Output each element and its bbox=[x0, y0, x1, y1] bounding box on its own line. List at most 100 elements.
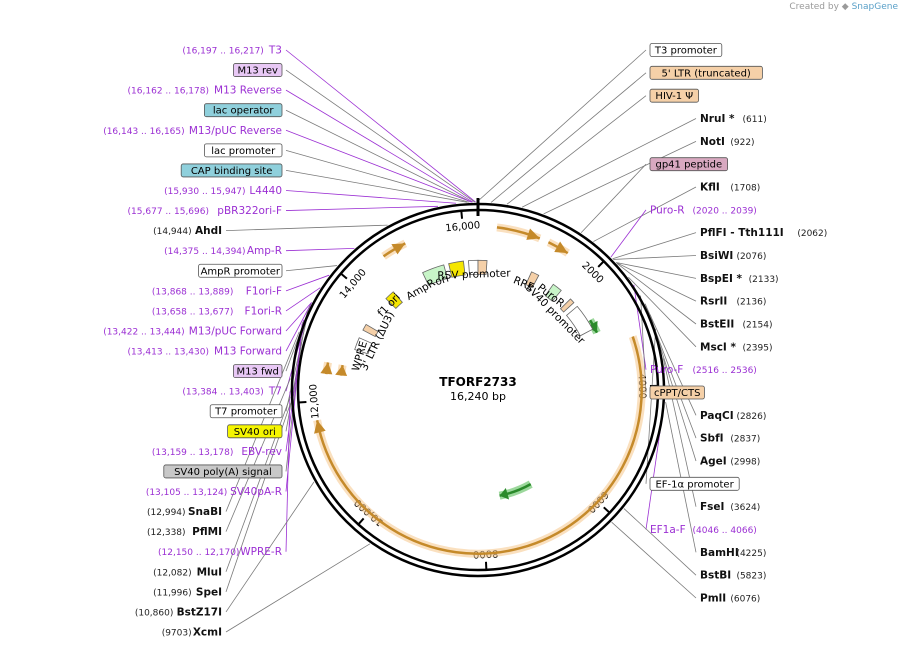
label-ef1a-f: EF1a-F bbox=[650, 524, 686, 536]
leader-line bbox=[543, 140, 697, 215]
label-ebv-rev: EBV-rev bbox=[241, 446, 282, 458]
label-ampr-promoter-box bbox=[198, 263, 283, 278]
leader-line bbox=[225, 331, 300, 512]
snapgene-credit: Created by ◆ SnapGene bbox=[789, 2, 898, 12]
label-bsteii: BstEII bbox=[700, 319, 734, 331]
label-m13-puc-forward: M13/pUC Forward bbox=[189, 325, 282, 337]
feature-arcs bbox=[313, 223, 646, 558]
label-pflmi-position: (12,338) bbox=[147, 528, 186, 538]
label-noti: NotI bbox=[700, 136, 725, 148]
tick-mark bbox=[603, 506, 611, 514]
leader-line bbox=[285, 89, 474, 203]
label-t3-promoter-box bbox=[649, 43, 723, 57]
label-spei-position: (11,996) bbox=[153, 588, 192, 598]
label-noti-position: (922) bbox=[730, 138, 754, 148]
leader-line bbox=[490, 72, 647, 203]
feature-block-ori bbox=[448, 260, 466, 278]
label-m13-reverse: M13 Reverse bbox=[214, 85, 282, 97]
label-ahdi: AhdI bbox=[195, 225, 222, 237]
label-m13-reverse-position: (16,162 .. 16,178) bbox=[128, 87, 209, 97]
label-lac-promoter: lac promoter bbox=[211, 146, 276, 157]
leader-line bbox=[613, 255, 697, 260]
label-m13-fwd-box bbox=[232, 364, 283, 379]
label-m13-rev-box bbox=[232, 63, 283, 77]
label-m13-rev: M13 rev bbox=[237, 66, 278, 77]
label-bamhi-position: (4225) bbox=[736, 549, 766, 559]
label-l4440: L4440 bbox=[249, 185, 282, 197]
label-ef-1-promoter-box bbox=[649, 476, 740, 491]
leader-line bbox=[285, 49, 476, 203]
leader-line bbox=[593, 186, 697, 242]
label-t3: T3 bbox=[268, 45, 282, 57]
label-rsrii-position: (2136) bbox=[736, 298, 766, 308]
label-mlui: MluI bbox=[197, 566, 222, 578]
feature-block-cppt bbox=[559, 298, 575, 313]
plasmid-name: TFORF2733 bbox=[439, 375, 516, 389]
leader-line bbox=[521, 118, 697, 208]
leader-line bbox=[285, 205, 439, 211]
label-paqci-position: (2826) bbox=[736, 412, 766, 422]
inner-label-ori: ori bbox=[434, 273, 451, 289]
label-rsrii: RsrII bbox=[700, 296, 727, 308]
label-f1ori-f-position: (13,868 .. 13,889) bbox=[152, 287, 233, 297]
label-lac-operator-box bbox=[203, 103, 283, 118]
feature-arrowhead bbox=[391, 243, 406, 255]
feature-arrowhead bbox=[587, 320, 598, 333]
feature-arrowhead bbox=[314, 420, 326, 434]
label-sbfi-position: (2837) bbox=[730, 435, 760, 445]
feature-block-ampr bbox=[422, 264, 448, 286]
leader-line bbox=[285, 265, 338, 272]
leader-line bbox=[285, 323, 303, 492]
label-pbr322ori-f: pBR322ori-F bbox=[217, 205, 282, 217]
label-t7: T7 bbox=[268, 386, 282, 398]
label-bstbi-position: (5823) bbox=[736, 572, 766, 582]
feature-arrowhead bbox=[335, 365, 348, 377]
leader-line bbox=[285, 149, 470, 203]
label-fsei-position: (3624) bbox=[730, 503, 760, 513]
tick-mark bbox=[460, 210, 464, 219]
tick-mark bbox=[340, 272, 348, 280]
feature-arc-big-orf bbox=[315, 336, 643, 555]
label-gp41-peptide: gp41 peptide bbox=[655, 160, 722, 171]
label-hiv-1: HIV-1 Ψ bbox=[655, 91, 693, 102]
label-sv40-ori-box bbox=[227, 424, 283, 439]
feature-block-wpre bbox=[354, 337, 373, 355]
label-hiv-1-box bbox=[649, 88, 699, 103]
label-t7-position: (13,384 .. 13,403) bbox=[182, 388, 263, 398]
label-pflfi-tth111i-position: (2062) bbox=[797, 229, 827, 239]
label-puro-r: Puro-R bbox=[650, 204, 685, 216]
leader-lines bbox=[225, 49, 697, 633]
label-kfli: KflI bbox=[700, 182, 720, 194]
leader-line bbox=[285, 247, 355, 252]
leader-line bbox=[285, 302, 312, 332]
label-mlui-position: (12,082) bbox=[153, 568, 192, 578]
label-pmli: PmlI bbox=[700, 593, 726, 605]
label-f1ori-r: F1ori-R bbox=[245, 305, 282, 317]
label-ef-1-promoter: EF-1α promoter bbox=[655, 479, 734, 490]
leader-line bbox=[225, 378, 291, 532]
label-bsteii-position: (2154) bbox=[743, 321, 773, 331]
snapgene-logo-icon: ◆ bbox=[841, 2, 849, 12]
leader-line bbox=[616, 262, 697, 302]
label-spei: SpeI bbox=[196, 586, 222, 598]
leader-line bbox=[506, 95, 647, 205]
label-pflfi-tth111i: PflFI - Tth111I bbox=[700, 227, 784, 239]
label-ampr-promoter: AmpR promoter bbox=[201, 266, 281, 277]
feature-arrowhead bbox=[526, 228, 540, 240]
label-lac-operator: lac operator bbox=[213, 106, 274, 117]
feature-arrowhead bbox=[320, 362, 333, 375]
label-m13-puc-forward-position: (13,422 .. 13,444) bbox=[103, 327, 184, 337]
leader-line bbox=[616, 263, 697, 325]
feature-blocks bbox=[354, 259, 594, 355]
leader-line bbox=[610, 209, 647, 258]
label-sv40-poly-a-signal: SV40 poly(A) signal bbox=[174, 467, 272, 478]
label-pflmi: PflMI bbox=[192, 526, 222, 538]
label-sv40-poly-a-signal-box bbox=[163, 464, 283, 479]
label-cap-binding-site-box bbox=[180, 163, 283, 178]
label-bsiwi: BsiWI bbox=[700, 250, 733, 262]
label-agei-position: (2998) bbox=[730, 458, 760, 468]
label-pbr322ori-f-position: (15,677 .. 15,696) bbox=[128, 207, 209, 217]
label-bspei: BspEI * bbox=[700, 273, 743, 285]
